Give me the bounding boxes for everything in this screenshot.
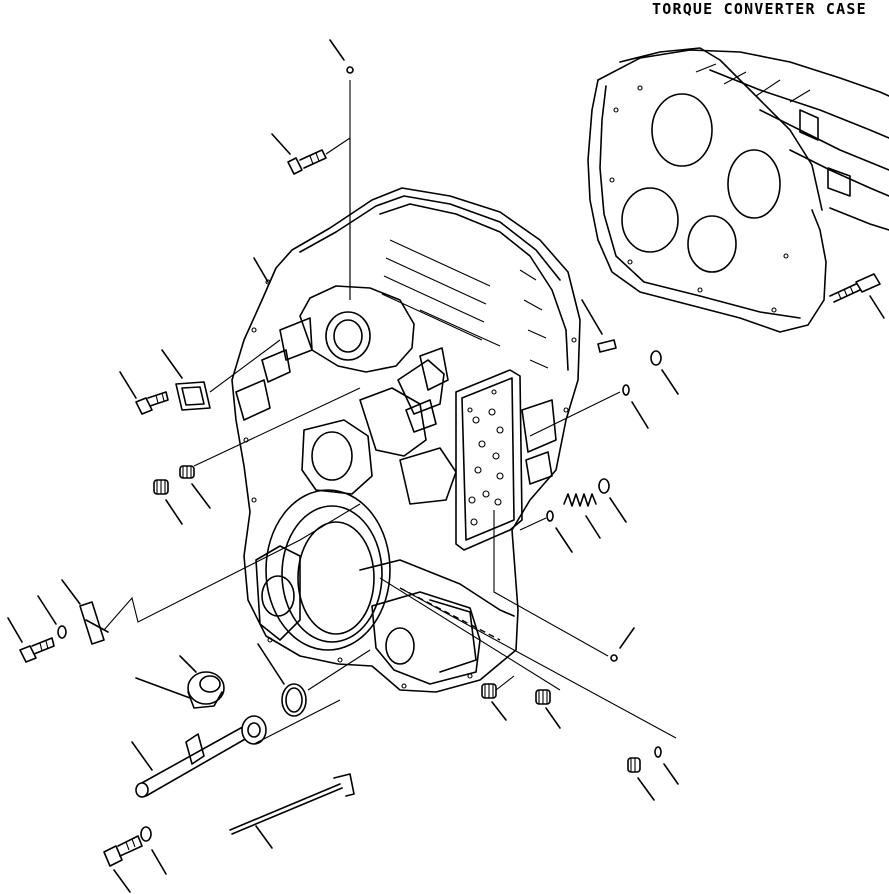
bolt-icon: [271, 133, 351, 300]
spring-icon: [563, 493, 601, 539]
plug-icon: [179, 387, 361, 509]
o-ring-icon: [598, 478, 627, 523]
plug-icon: [481, 675, 515, 721]
steel-ball-icon: [519, 510, 573, 553]
torque-converter-case: [587, 47, 889, 333]
steel-ball-icon: [493, 510, 635, 662]
bolt-icon: [7, 617, 55, 663]
bolt-icon: [829, 273, 885, 319]
transmission-case: [231, 187, 581, 693]
o-ring-icon: [257, 643, 371, 717]
filler-tube-icon: [131, 699, 341, 798]
bolt-icon: [119, 371, 169, 415]
steel-ball-icon: [529, 384, 649, 437]
o-ring-icon: [650, 350, 679, 395]
washer-icon: [37, 595, 67, 639]
steel-ball-icon: [399, 587, 679, 785]
plug-icon: [379, 577, 561, 729]
breather-cap-icon: [135, 655, 225, 709]
reference-caption: TORQUE CONVERTER CASE: [652, 0, 867, 18]
dipstick-icon: [229, 773, 355, 849]
bracket-icon: [61, 503, 361, 645]
washer-icon: [140, 826, 167, 875]
gasket-icon: [161, 257, 281, 411]
plug-icon: [153, 479, 183, 525]
plug-icon: [627, 757, 655, 801]
bolt-icon: [103, 835, 143, 893]
dowel-pin-icon: [581, 299, 617, 353]
